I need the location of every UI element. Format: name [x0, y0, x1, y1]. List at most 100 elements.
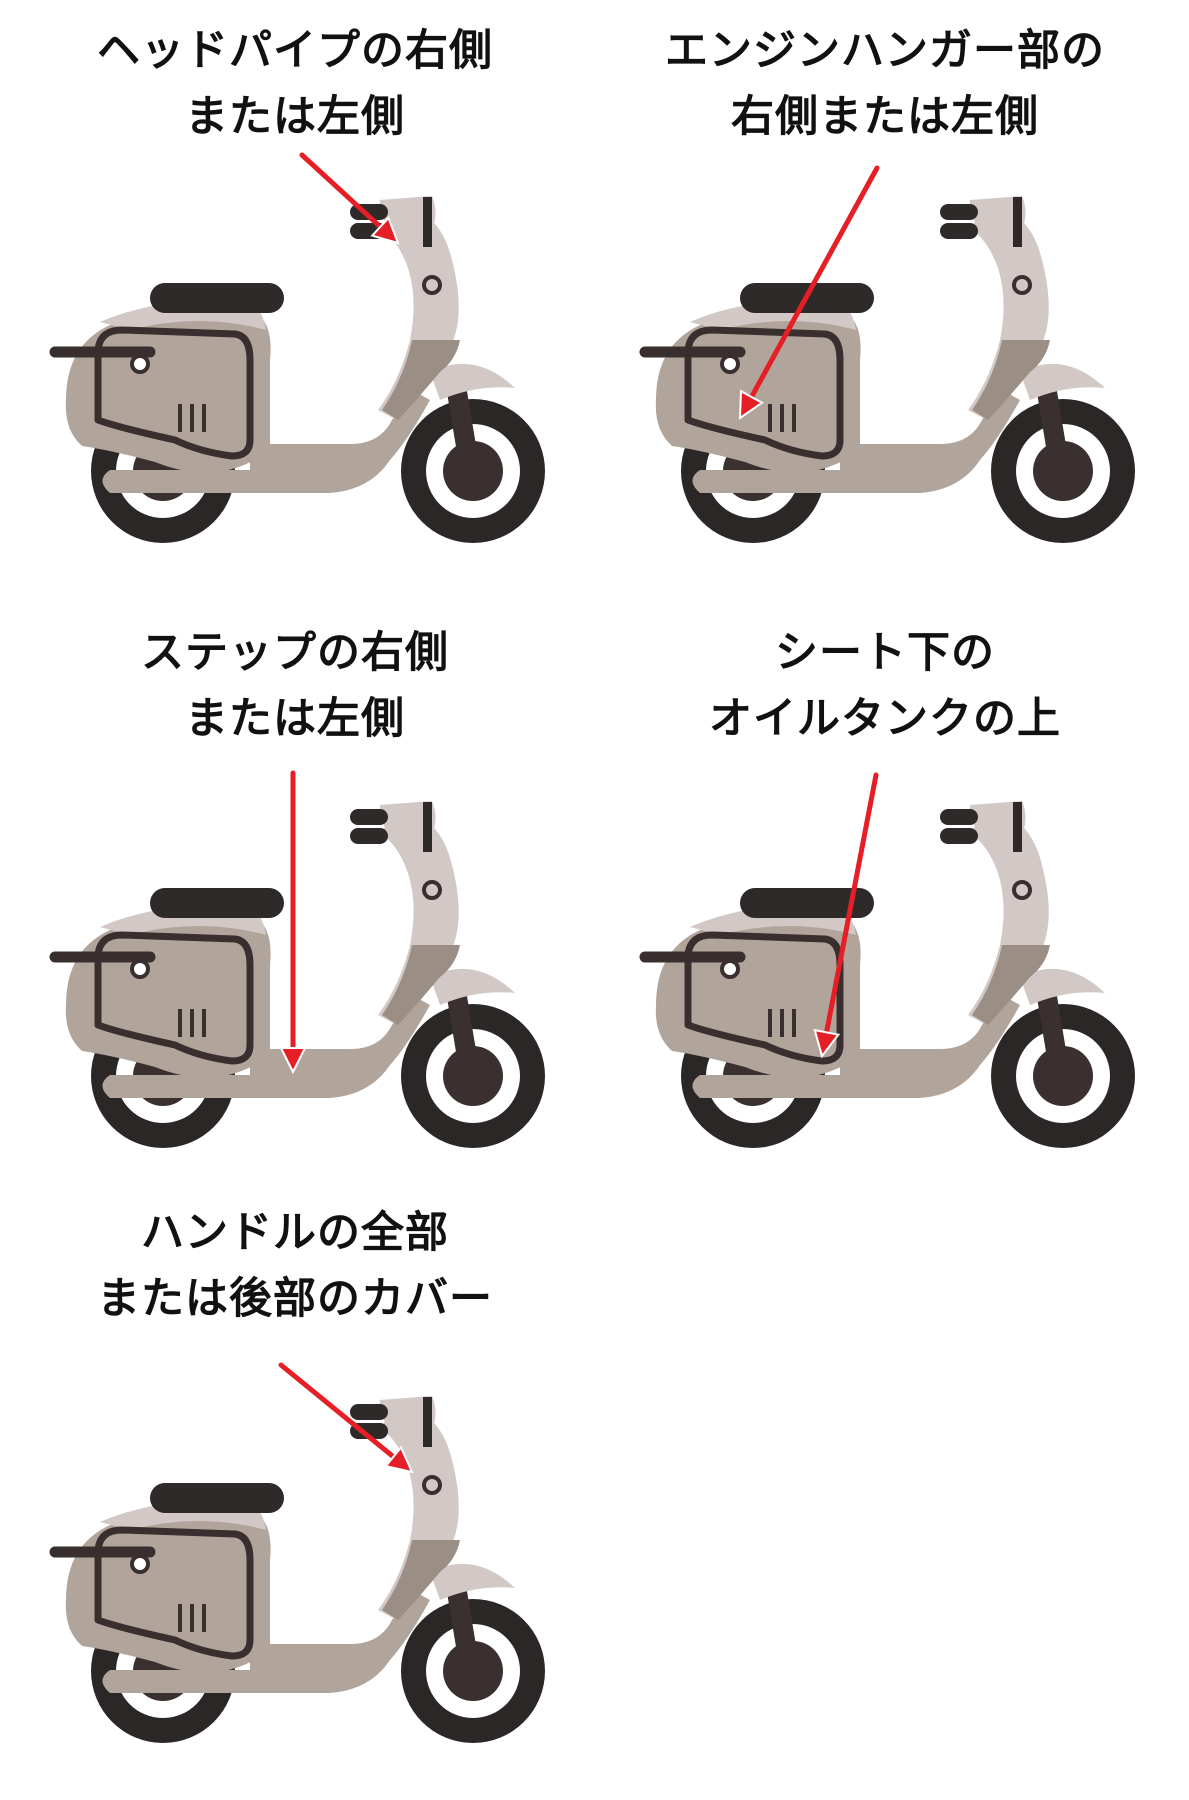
rack-bolt [720, 354, 740, 374]
front-column-shade [972, 945, 1050, 1025]
scooter-illustration [49, 1362, 545, 1743]
arrow-shaft [824, 772, 879, 1035]
front-reflector [1012, 275, 1032, 295]
scooter-illustration [49, 770, 545, 1148]
brake-lever [350, 828, 388, 844]
caption-line-1: ヘッドパイプの右側 [97, 26, 493, 76]
brake-lever [940, 828, 978, 844]
arrow-head [370, 216, 400, 245]
scooter-illustration [49, 152, 545, 543]
front-fender [1020, 363, 1105, 400]
caption: シート下の オイルタンクの上 [590, 620, 1180, 752]
headset [379, 196, 436, 233]
panel-handle-cover: ハンドルの全部 または後部のカバー [0, 1200, 590, 1800]
caption: ハンドルの全部 または後部のカバー [0, 1200, 590, 1332]
front-column-shade [972, 340, 1050, 420]
caption-line-2: または左側 [185, 92, 405, 142]
front-reflector [422, 275, 442, 295]
arrow-head [738, 389, 764, 420]
headlight-bar [423, 197, 432, 247]
caption-line-1: ステップの右側 [141, 628, 449, 678]
front-column [378, 1405, 459, 1618]
headset [379, 801, 436, 838]
caption-line-2: オイルタンクの上 [709, 694, 1061, 744]
headset [969, 196, 1026, 233]
brake-lever [940, 223, 978, 239]
arrow-shaft [749, 165, 880, 400]
arrow-to-headpipe [299, 152, 400, 245]
arrow-head [813, 1028, 841, 1059]
headlight-bar [423, 1397, 432, 1447]
arrow-shaft [278, 1362, 396, 1460]
front-fender [430, 363, 515, 400]
side-panel-outline [94, 1526, 254, 1660]
front-reflector [1012, 880, 1032, 900]
front-fender [1020, 968, 1105, 1005]
caption: ステップの右側 または左側 [0, 620, 590, 752]
rack-bolt [720, 959, 740, 979]
step-floor [692, 995, 1020, 1098]
headlight-bar [423, 802, 432, 852]
scooter-illustration [639, 772, 1135, 1148]
headset [969, 801, 1026, 838]
front-fork [445, 1570, 480, 1680]
front-reflector [422, 1475, 442, 1495]
front-fender [430, 1563, 515, 1600]
rack-bolt [130, 354, 150, 374]
caption-line-1: ハンドルの全部 [141, 1208, 449, 1258]
handle-grip [350, 1404, 388, 1420]
front-column [378, 205, 459, 418]
handle-grip [940, 809, 978, 825]
seat [150, 888, 284, 918]
front-fork [445, 975, 480, 1085]
step-floor [102, 390, 430, 493]
caption-line-1: シート下の [775, 628, 995, 678]
scooter-illustration [639, 165, 1135, 543]
step-floor [102, 1590, 430, 1693]
caption: エンジンハンガー部の 右側または左側 [590, 18, 1180, 150]
caption-line-2: または後部のカバー [97, 1274, 493, 1324]
arrow-head [384, 1445, 414, 1474]
side-panel-outline [94, 326, 254, 460]
front-reflector [422, 880, 442, 900]
step-floor [102, 995, 430, 1098]
headset [379, 1396, 436, 1433]
front-column [378, 810, 459, 1023]
caption-line-2: または左側 [185, 694, 405, 744]
headlight-bar [1013, 802, 1022, 852]
seat [740, 888, 874, 918]
panel-headpipe: ヘッドパイプの右側 または左側 [0, 0, 590, 600]
front-column [968, 810, 1049, 1023]
front-fender [430, 968, 515, 1005]
side-panel-outline [684, 931, 844, 1065]
panel-engine-hanger: エンジンハンガー部の 右側または左側 [590, 0, 1180, 600]
handle-grip [940, 204, 978, 220]
front-column-shade [382, 945, 460, 1025]
caption-line-1: エンジンハンガー部の [665, 26, 1105, 76]
arrow-to-handle-cover [278, 1362, 414, 1474]
arrow-shaft [299, 152, 383, 230]
front-column-shade [382, 1540, 460, 1620]
seat [150, 283, 284, 313]
headlight-bar [1013, 197, 1022, 247]
front-fork [1035, 975, 1070, 1085]
arrow-to-step [279, 770, 307, 1075]
step-floor [692, 390, 1020, 493]
side-panel-outline [94, 931, 254, 1065]
arrow-to-engine-hanger [738, 165, 880, 420]
rack-bolt [130, 959, 150, 979]
front-column [968, 205, 1049, 418]
caption: ヘッドパイプの右側 または左側 [0, 18, 590, 150]
page: { "colors": { "body_main": "#b1a59b", "b… [0, 0, 1180, 1743]
panel-step: ステップの右側 または左側 [0, 605, 590, 1205]
front-fork [1035, 370, 1070, 480]
panel-oil-tank: シート下の オイルタンクの上 [590, 605, 1180, 1205]
caption-line-2: 右側または左側 [731, 92, 1039, 142]
front-column-shade [382, 340, 460, 420]
seat [150, 1483, 284, 1513]
front-fork [445, 370, 480, 480]
side-panel-outline [684, 326, 844, 460]
arrow-head [279, 1047, 307, 1075]
handle-grip [350, 809, 388, 825]
arrow-to-oil-tank [813, 772, 879, 1059]
